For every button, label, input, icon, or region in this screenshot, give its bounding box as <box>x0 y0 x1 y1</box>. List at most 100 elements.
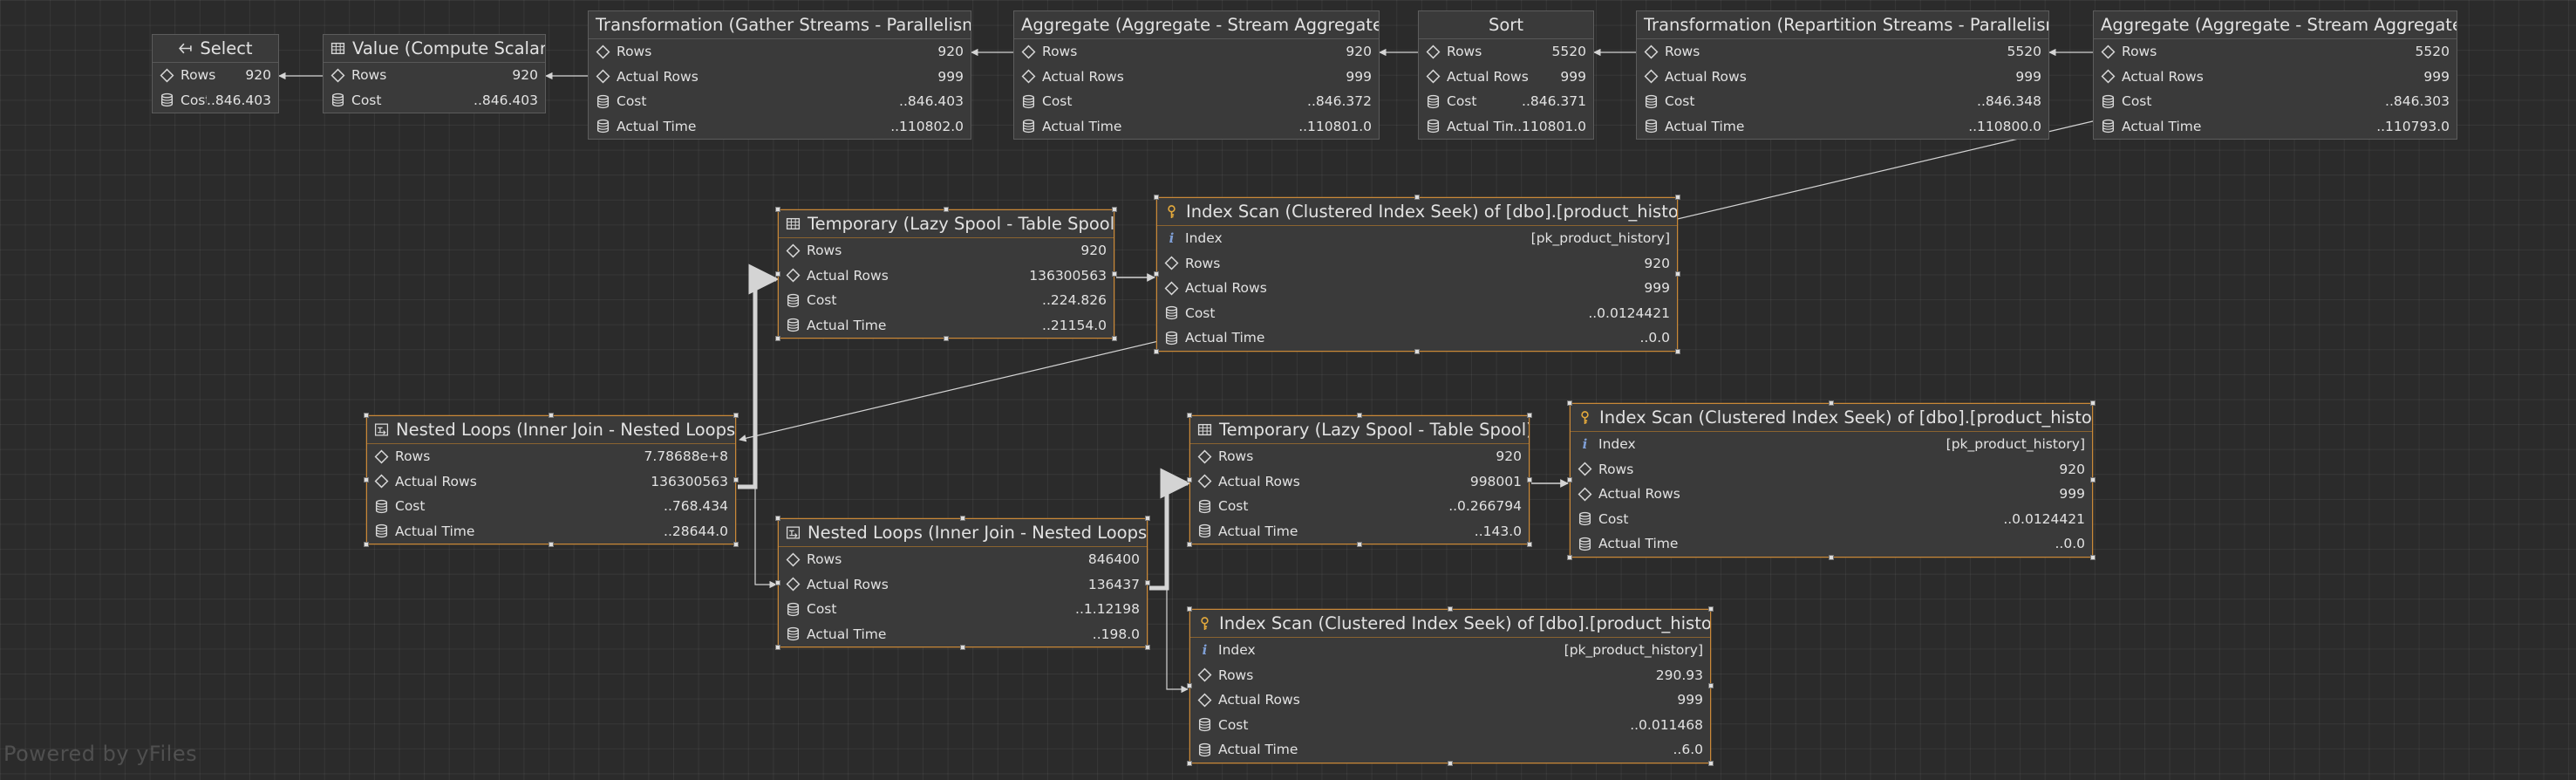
resize-handle[interactable] <box>775 516 780 521</box>
database-icon <box>1644 94 1659 109</box>
resize-handle[interactable] <box>1154 348 1159 354</box>
resize-handle[interactable] <box>775 207 780 212</box>
resize-handle[interactable] <box>1708 683 1714 689</box>
property-label-group: Actual Rows <box>374 474 651 489</box>
resize-handle[interactable] <box>1154 271 1159 277</box>
plan-node-nested-loops-2[interactable]: Nested Loops (Inner Join - Nested Loops)… <box>778 518 1148 647</box>
resize-handle[interactable] <box>1567 554 1572 560</box>
diamond-icon <box>1021 69 1036 84</box>
property-label: Actual Rows <box>395 473 477 489</box>
resize-handle[interactable] <box>2090 400 2096 406</box>
resize-handle[interactable] <box>1187 760 1192 766</box>
plan-node-index-seek-2[interactable]: Index Scan (Clustered Index Seek) of [db… <box>1570 403 2093 558</box>
resize-handle[interactable] <box>775 645 780 650</box>
resize-handle[interactable] <box>1187 606 1192 612</box>
property-label: Cost <box>1218 498 1249 515</box>
resize-handle[interactable] <box>1187 413 1192 418</box>
property-value: ..110800.0 <box>1968 118 2041 134</box>
resize-handle[interactable] <box>775 271 780 277</box>
resize-handle[interactable] <box>944 207 949 212</box>
database-icon <box>1197 523 1212 538</box>
resize-handle[interactable] <box>1567 400 1572 406</box>
resize-handle[interactable] <box>549 542 554 547</box>
property-label: Rows <box>807 551 842 568</box>
plan-node-table-spool-1[interactable]: Temporary (Lazy Spool - Table Spool)Rows… <box>778 209 1114 339</box>
resize-handle[interactable] <box>1829 554 1834 560</box>
property-label: Rows <box>1665 44 1700 60</box>
plan-node-select[interactable]: SelectRows920Cost..846.403 <box>152 34 279 113</box>
resize-handle[interactable] <box>1708 760 1714 766</box>
diamond-icon <box>374 474 389 489</box>
resize-handle[interactable] <box>364 413 369 418</box>
resize-handle[interactable] <box>2090 554 2096 560</box>
plan-node-index-seek-1[interactable]: Index Scan (Clustered Index Seek) of [db… <box>1156 197 1678 352</box>
resize-handle[interactable] <box>775 336 780 341</box>
database-icon <box>1644 119 1659 133</box>
property-label-group: Cost <box>160 92 207 108</box>
property-label: Actual Time <box>395 523 475 539</box>
property-label-group: Actual Rows <box>1426 69 1560 85</box>
resize-handle[interactable] <box>1448 606 1453 612</box>
plan-node-repartition-streams[interactable]: Transformation (Repartition Streams - Pa… <box>1636 10 2049 140</box>
resize-handle[interactable] <box>733 477 739 482</box>
resize-handle[interactable] <box>1112 207 1117 212</box>
resize-handle[interactable] <box>1145 580 1150 585</box>
plan-node-gather-streams[interactable]: Transformation (Gather Streams - Paralle… <box>588 10 971 140</box>
resize-handle[interactable] <box>1145 516 1150 521</box>
resize-handle[interactable] <box>733 542 739 547</box>
node-title: Transformation (Repartition Streams - Pa… <box>1644 15 2048 35</box>
resize-handle[interactable] <box>1829 400 1834 406</box>
resize-handle[interactable] <box>1187 542 1192 547</box>
resize-handle[interactable] <box>1112 336 1117 341</box>
resize-handle[interactable] <box>549 413 554 418</box>
resize-handle[interactable] <box>1567 477 1572 483</box>
resize-handle[interactable] <box>1527 477 1532 482</box>
property-label: Cost <box>1447 93 1477 110</box>
resize-handle[interactable] <box>1145 645 1150 650</box>
plan-node-stream-aggregate-1[interactable]: Aggregate (Aggregate - Stream Aggregate)… <box>1013 10 1380 140</box>
resize-handle[interactable] <box>364 477 369 482</box>
resize-handle[interactable] <box>960 516 965 521</box>
property-label-group: Actual Time <box>374 523 664 539</box>
resize-handle[interactable] <box>1448 760 1453 766</box>
resize-handle[interactable] <box>1675 348 1680 354</box>
node-property-row: Actual Time..110793.0 <box>2094 114 2457 140</box>
resize-handle[interactable] <box>1675 271 1680 277</box>
property-value: ..846.403 <box>207 92 271 108</box>
node-property-row: Actual Time..0.0 <box>1571 531 2092 557</box>
resize-handle[interactable] <box>1357 413 1362 418</box>
property-label: Rows <box>1218 667 1254 683</box>
plan-node-table-spool-2[interactable]: Temporary (Lazy Spool - Table Spool)Rows… <box>1189 415 1530 544</box>
plan-node-nested-loops-1[interactable]: Nested Loops (Inner Join - Nested Loops)… <box>366 415 736 544</box>
resize-handle[interactable] <box>960 645 965 650</box>
resize-handle[interactable] <box>1154 195 1159 200</box>
property-label: Actual Time <box>1218 523 1298 539</box>
resize-handle[interactable] <box>944 336 949 341</box>
resize-handle[interactable] <box>1414 195 1420 200</box>
property-value: 920 <box>512 67 538 84</box>
database-icon <box>786 318 801 332</box>
resize-handle[interactable] <box>1414 348 1420 354</box>
resize-handle[interactable] <box>364 542 369 547</box>
resize-handle[interactable] <box>2090 477 2096 483</box>
resize-handle[interactable] <box>1187 683 1192 689</box>
plan-node-stream-aggregate-2[interactable]: Aggregate (Aggregate - Stream Aggregate)… <box>2093 10 2457 140</box>
resize-handle[interactable] <box>733 413 739 418</box>
property-label: Cost <box>617 93 647 110</box>
resize-handle[interactable] <box>1527 413 1532 418</box>
plan-node-index-seek-3[interactable]: Index Scan (Clustered Index Seek) of [db… <box>1189 609 1711 763</box>
resize-handle[interactable] <box>775 580 780 585</box>
resize-handle[interactable] <box>1527 542 1532 547</box>
resize-handle[interactable] <box>1112 271 1117 277</box>
property-label: Actual Rows <box>1218 473 1300 489</box>
edge-index-seek-3-to-nested-loops-2 <box>1166 588 1189 694</box>
resize-handle[interactable] <box>1675 195 1680 200</box>
property-value: ..768.434 <box>664 498 728 515</box>
resize-handle[interactable] <box>1357 542 1362 547</box>
resize-handle[interactable] <box>1708 606 1714 612</box>
resize-handle[interactable] <box>1187 477 1192 482</box>
